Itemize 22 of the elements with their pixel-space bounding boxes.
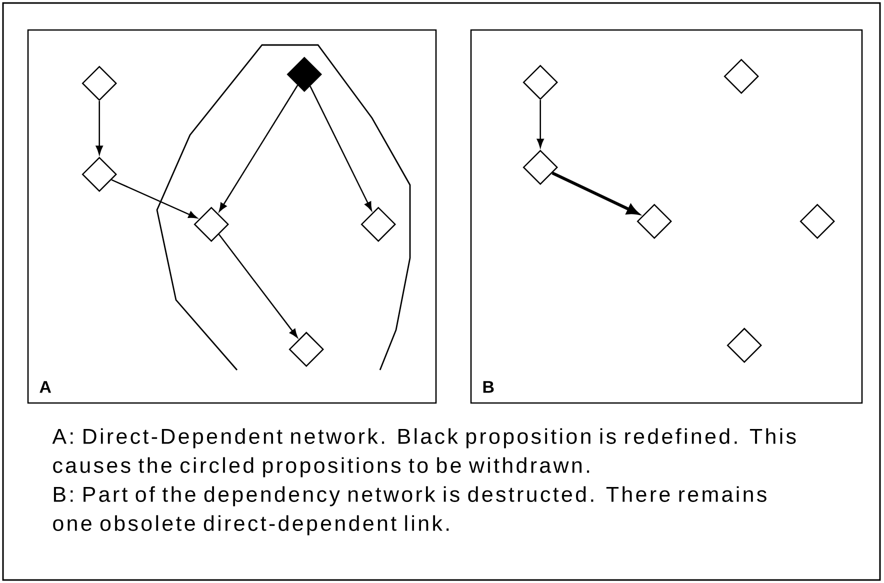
arrow — [310, 86, 372, 211]
caption-text: B: Part of the dependency network is destructed. There remains one obsolete direct-dependent link. — [53, 486, 766, 536]
arrow — [111, 179, 198, 218]
arrow — [536, 100, 544, 148]
diamond-symbol — [636, 204, 672, 239]
arrow — [96, 101, 103, 155]
panel-letter: A — [40, 381, 52, 393]
caption-text: A: Direct-Dependent network. Black proposition is redefined. This causes the circled propositions to be withdrawn. — [52, 428, 796, 478]
diamond-symbol — [360, 206, 396, 242]
arrow — [218, 234, 298, 338]
diamond-symbol — [726, 328, 762, 363]
diamond-symbol — [522, 64, 558, 100]
diamond-symbol — [288, 332, 324, 367]
arrow — [218, 84, 298, 212]
diamond-symbol — [800, 204, 835, 239]
diamond-symbol — [522, 150, 558, 185]
filled-diamond — [286, 56, 322, 92]
diamond-symbol — [194, 206, 229, 242]
diamond-symbol — [82, 156, 117, 192]
panel-letter: B — [483, 381, 494, 393]
diamond-symbol — [724, 58, 759, 94]
diamond-symbol — [82, 66, 117, 101]
